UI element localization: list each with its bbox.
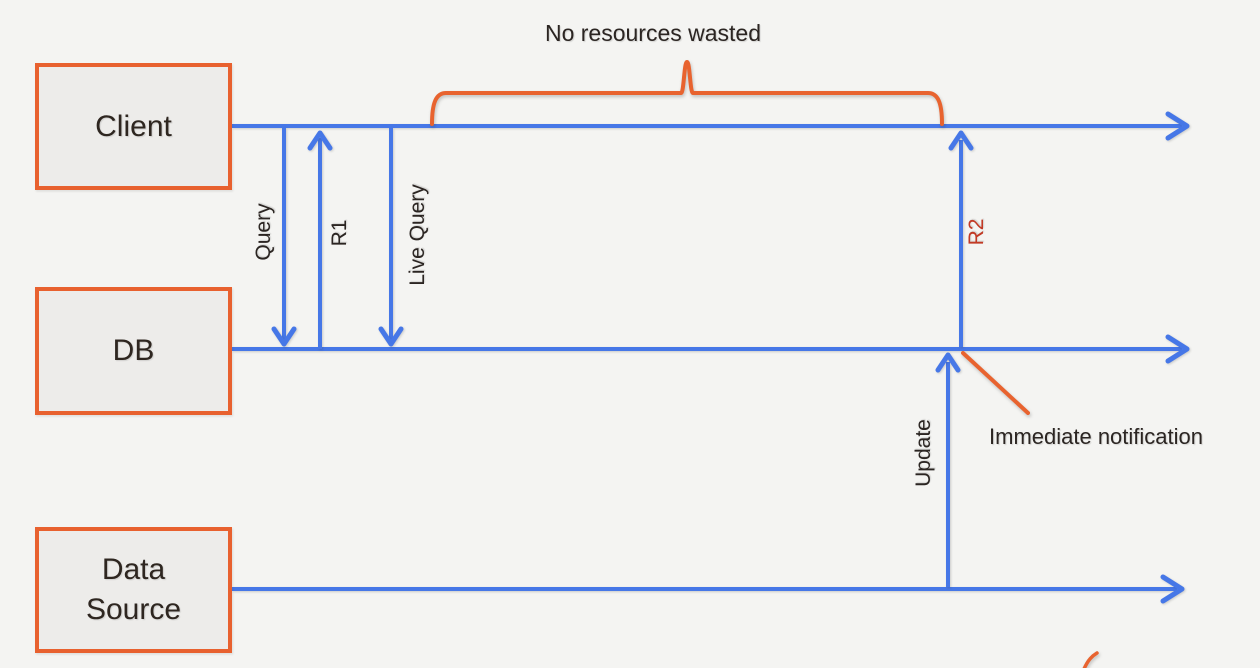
update-arrowhead-icon	[935, 352, 961, 373]
query-arrowhead-icon	[271, 326, 297, 347]
data-source-timeline	[232, 574, 1185, 604]
data-source-node: Data Source	[35, 527, 232, 653]
db-timeline	[232, 334, 1190, 364]
db-node-label: DB	[112, 334, 155, 367]
immediate-notification-label: Immediate notification	[989, 424, 1203, 449]
client-timeline-arrowhead-icon	[1165, 111, 1190, 141]
r2-arrowhead-icon	[948, 130, 974, 151]
r1-arrow-label: R1	[328, 219, 351, 247]
data-source-node-label: Data Source	[86, 550, 181, 630]
live-query-arrow-label: Live Query	[406, 184, 429, 286]
curly-brace-icon	[430, 60, 944, 126]
data-source-label-line1: Data	[101, 553, 166, 586]
corner-partial-stroke-icon	[1082, 651, 1099, 668]
immediate-notification-pointer-line	[961, 351, 1030, 415]
client-timeline	[232, 111, 1190, 141]
r2-arrow	[948, 130, 974, 347]
query-arrow	[271, 128, 297, 347]
no-resources-wasted-title: No resources wasted	[544, 20, 762, 46]
db-timeline-arrowhead-icon	[1165, 334, 1190, 364]
db-node: DB	[35, 287, 232, 415]
client-node-label: Client	[95, 109, 172, 143]
query-arrow-label: Query	[252, 203, 275, 261]
live-query-arrow	[378, 128, 404, 347]
update-arrow-label: Update	[912, 419, 935, 487]
data-source-timeline-arrowhead-icon	[1160, 574, 1185, 604]
r1-arrow	[307, 130, 333, 349]
r1-arrowhead-icon	[307, 130, 333, 151]
data-source-label-line2: Source	[85, 593, 182, 626]
client-node: Client	[35, 63, 232, 190]
update-arrow	[935, 352, 961, 587]
r2-arrow-label: R2	[965, 218, 988, 246]
live-query-arrowhead-icon	[378, 326, 404, 347]
